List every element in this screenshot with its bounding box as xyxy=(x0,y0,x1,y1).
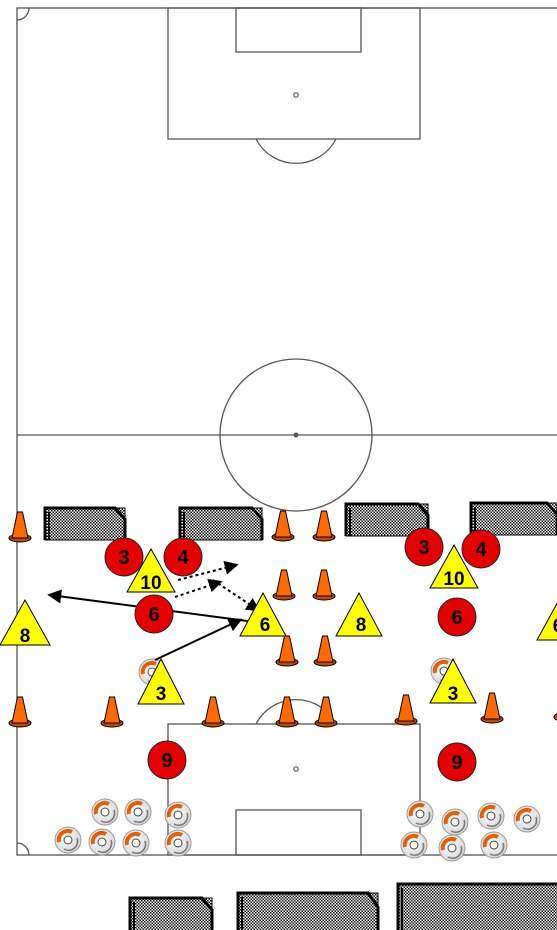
soccer-ball-icon xyxy=(55,827,81,853)
red-player-number: 9 xyxy=(161,750,172,772)
penalty-area-top xyxy=(168,8,420,139)
soccer-ball-icon xyxy=(89,829,115,855)
red-player-number: 4 xyxy=(177,547,189,569)
run-arrow xyxy=(213,580,258,610)
soccer-ball-icon xyxy=(165,802,191,828)
training-cone-icon xyxy=(315,697,337,727)
yellow-player-number: 10 xyxy=(443,569,464,590)
soccer-ball-icon xyxy=(401,832,427,858)
training-cone-icon xyxy=(276,697,298,727)
pitch-boundary xyxy=(17,8,557,855)
training-cone-icon xyxy=(202,697,224,727)
soccer-ball-icon xyxy=(92,799,118,825)
center-spot xyxy=(294,433,299,438)
yellow-player-number: 3 xyxy=(448,684,459,705)
run-arrow xyxy=(175,582,220,597)
yellow-player-number: 8 xyxy=(20,626,31,647)
corner-arc-bl xyxy=(17,843,29,855)
red-player-number: 4 xyxy=(475,539,487,561)
soccer-ball-icon xyxy=(123,830,149,856)
yellow-player-number: 8 xyxy=(356,615,367,636)
spare-goal-icon xyxy=(398,884,557,930)
spare-goal-icon xyxy=(130,898,212,930)
training-cone-icon xyxy=(314,636,336,666)
soccer-ball-icon xyxy=(439,835,465,861)
mini-goal-icon xyxy=(180,508,262,540)
soccer-ball-icon xyxy=(478,803,504,829)
training-cone-icon xyxy=(101,697,123,727)
corner-arc-tl xyxy=(17,8,29,20)
red-player-number: 3 xyxy=(118,547,129,569)
soccer-ball-icon xyxy=(407,801,433,827)
training-cone-icon xyxy=(481,693,503,723)
yellow-player-number: 6 xyxy=(553,616,557,637)
soccer-ball-icon xyxy=(514,806,540,832)
penalty-spot-bottom xyxy=(294,767,298,771)
training-cone-icon xyxy=(9,512,31,542)
training-cone-icon xyxy=(9,697,31,727)
penalty-area-bottom xyxy=(168,724,420,855)
yellow-player-number: 3 xyxy=(156,684,167,705)
red-player-number: 3 xyxy=(418,537,429,559)
penalty-spot-top xyxy=(294,93,298,97)
training-cone-icon xyxy=(313,570,335,600)
training-cone-icon xyxy=(276,636,298,666)
red-team xyxy=(105,528,500,781)
yellow-player-number: 6 xyxy=(260,615,271,636)
training-cone-icon xyxy=(273,570,295,600)
penalty-arc-top xyxy=(256,139,336,163)
yellow-player-number: 10 xyxy=(140,573,161,594)
training-cone-icon xyxy=(313,511,335,541)
red-player-number: 6 xyxy=(451,607,462,629)
soccer-ball-icon xyxy=(442,809,468,835)
training-cone-icon xyxy=(272,511,294,541)
goal-area-bottom xyxy=(236,810,361,855)
soccer-ball-icon xyxy=(165,830,191,856)
pitch-lines xyxy=(17,8,557,855)
red-player-number: 6 xyxy=(148,604,159,626)
red-player-number: 9 xyxy=(451,752,462,774)
spare-goal-icon xyxy=(238,893,378,930)
soccer-ball-icon xyxy=(125,799,151,825)
soccer-ball-icon xyxy=(481,832,507,858)
goal-area-top xyxy=(236,8,361,52)
mini-goal-icon xyxy=(45,508,125,540)
training-cone-icon xyxy=(395,695,417,725)
